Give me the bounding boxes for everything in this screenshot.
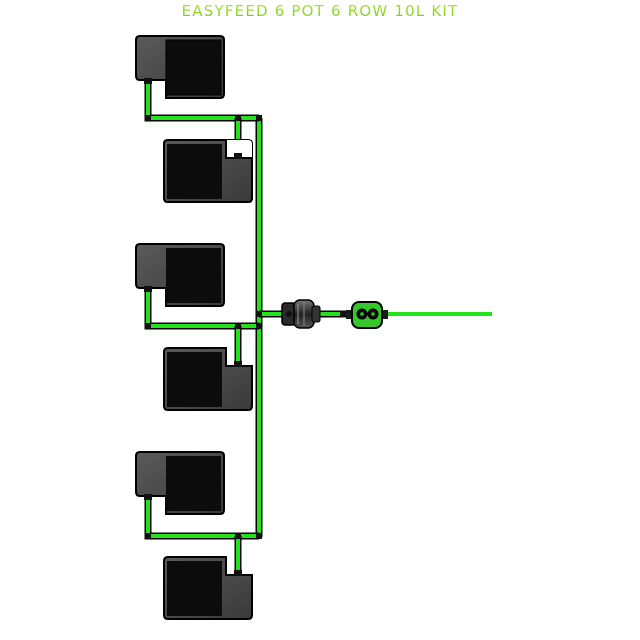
pot-2 <box>163 139 253 203</box>
pot-4 <box>163 347 253 411</box>
shut-off-valve <box>346 301 388 329</box>
filter-connector <box>281 299 321 329</box>
pot-6 <box>163 556 253 620</box>
pipe-joints <box>145 115 346 539</box>
pot-1 <box>135 35 225 99</box>
pot-5 <box>135 451 225 515</box>
diagram-title: EASYFEED 6 POT 6 ROW 10L KIT <box>0 0 640 22</box>
pot-3 <box>135 243 225 307</box>
pipe-network <box>144 84 492 572</box>
